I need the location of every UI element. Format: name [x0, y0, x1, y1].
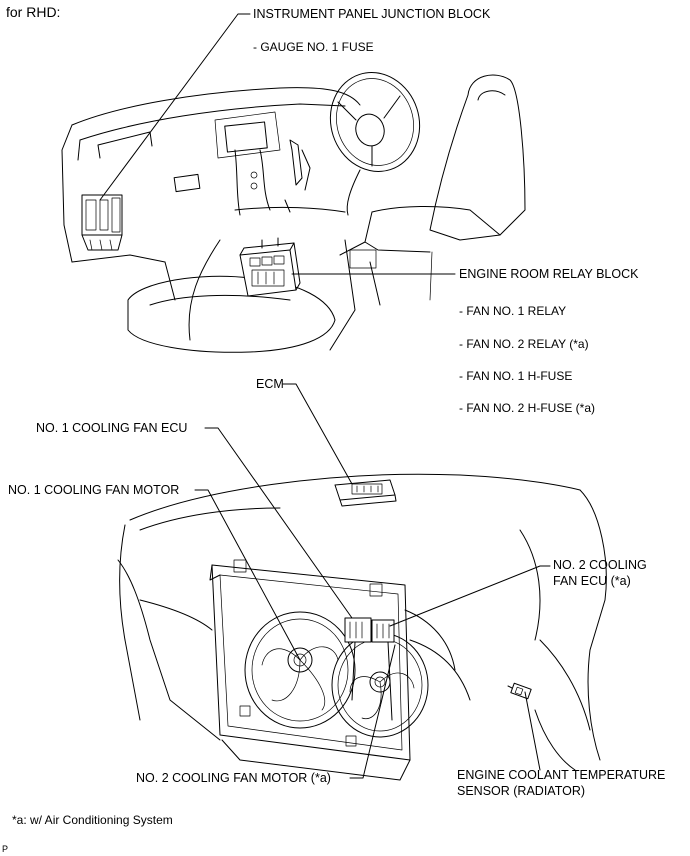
fan1-hfuse-item: - FAN NO. 1 H-FUSE [459, 369, 573, 383]
ecm-callout: ECM [256, 377, 284, 391]
corner-mark: P [2, 844, 9, 854]
instrument-panel-junction-block-callout: INSTRUMENT PANEL JUNCTION BLOCK [253, 7, 491, 21]
fan1-relay-item: - FAN NO. 1 RELAY [459, 304, 567, 318]
fan2-hfuse-item: - FAN NO. 2 H-FUSE (*a) [459, 401, 596, 415]
cooling-fan-ecu-2-callout-line2: FAN ECU (*a) [553, 574, 631, 588]
cooling-fan-ecu-1-callout: NO. 1 COOLING FAN ECU [36, 421, 188, 435]
gauge-fuse-item: - GAUGE NO. 1 FUSE [253, 40, 374, 54]
leader-lines [99, 13, 551, 779]
cooling-fan-ecu-2-callout-line1: NO. 2 COOLING [553, 558, 647, 572]
cooling-fan-motor-1-callout: NO. 1 COOLING FAN MOTOR [8, 483, 180, 497]
footnote: *a: w/ Air Conditioning System [12, 813, 173, 827]
cooling-fan-motor-2-callout: NO. 2 COOLING FAN MOTOR (*a) [136, 771, 331, 785]
fan2-relay-item: - FAN NO. 2 RELAY (*a) [459, 337, 589, 351]
coolant-temp-sensor-callout-line1: ENGINE COOLANT TEMPERATURE [457, 768, 666, 782]
cabin-dashboard-drawing [61, 72, 526, 353]
variant-label: for RHD: [6, 4, 61, 20]
engine-room-relay-block-callout: ENGINE ROOM RELAY BLOCK [459, 267, 639, 281]
coolant-temp-sensor-callout-line2: SENSOR (RADIATOR) [457, 784, 586, 798]
engine-bay-drawing [117, 473, 607, 781]
